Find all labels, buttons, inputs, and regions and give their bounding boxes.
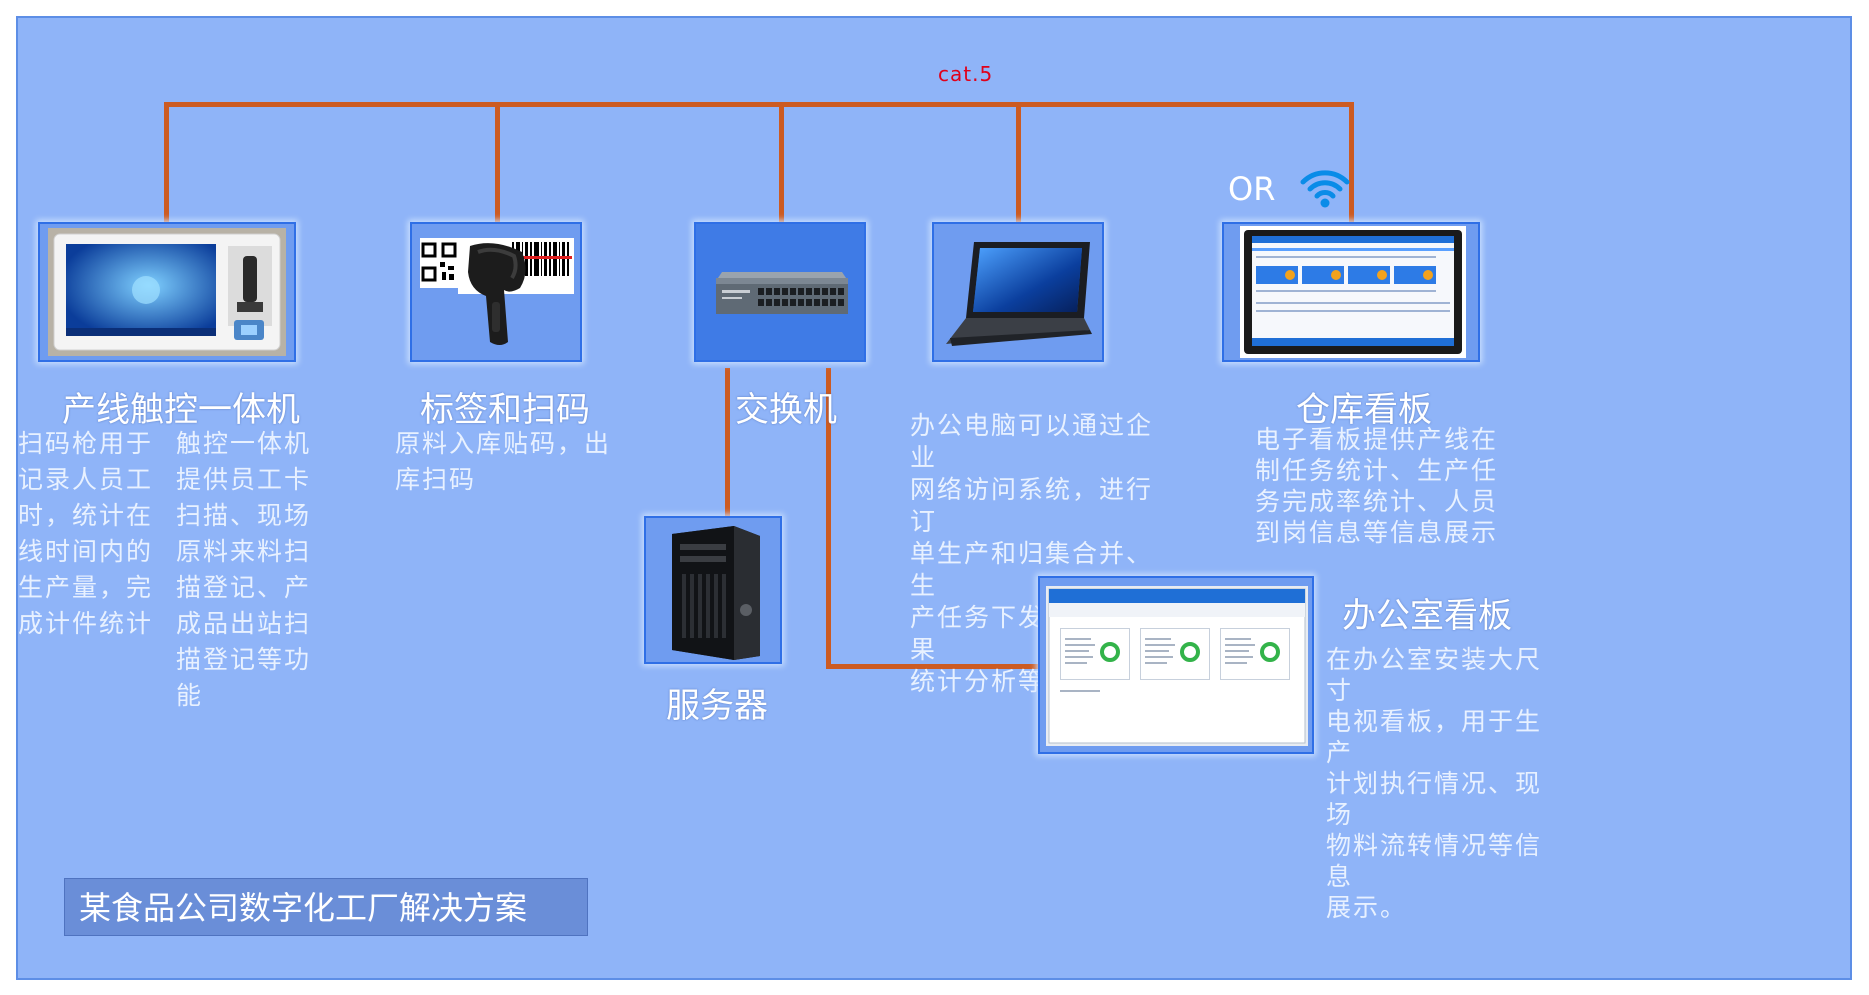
touch-terminal-desc-right: 触控一体机 提供员工卡 扫描、现场 原料来料扫 描登记、产 成品出站扫 描登记等… [176, 426, 326, 714]
desc-line: 提供员工卡 [176, 465, 312, 494]
desc-line: 制任务统计、生产任 [1255, 456, 1499, 485]
office-board-title: 办公室看板 [1342, 596, 1512, 636]
desc-line: 计划执行情况、现场 [1326, 769, 1543, 829]
touchscreen-terminal-icon [48, 228, 286, 356]
desc-line: 物料流转情况等信息 [1326, 831, 1543, 891]
server-box [644, 516, 782, 664]
desc-line: 办公电脑可以通过企业 [910, 411, 1154, 472]
label-scan-desc: 原料入库贴码，出 库扫码 [395, 426, 615, 498]
warehouse-board-box [1222, 222, 1480, 362]
desc-line: 扫码枪用于 [18, 429, 154, 458]
desc-line: 在办公室安装大尺寸 [1326, 645, 1543, 705]
desc-line: 原料来料扫 [176, 537, 312, 566]
cable-drop-touch-terminal [164, 102, 169, 226]
or-label: OR [1228, 170, 1276, 208]
touch-terminal-box [38, 222, 296, 362]
warehouse-board-desc: 电子看板提供产线在 制任务统计、生产任 务完成率统计、人员 到岗信息等信息展示 [1255, 424, 1505, 548]
cable-backbone [164, 102, 1354, 107]
desc-line: 记录人员工 [18, 465, 154, 494]
server-title: 服务器 [666, 686, 768, 726]
label-scan-box [410, 222, 582, 362]
label-scan-title: 标签和扫码 [420, 390, 590, 430]
switch-box [694, 222, 866, 362]
desc-line: 电子看板提供产线在 [1255, 425, 1499, 454]
wifi-icon [1300, 164, 1350, 210]
qr-code-icon [420, 238, 458, 288]
desc-line: 扫描、现场 [176, 501, 312, 530]
warehouse-board-title: 仓库看板 [1296, 390, 1432, 430]
tower-server-icon [664, 522, 764, 660]
desc-line: 展示。 [1326, 893, 1408, 922]
barcode-scanner-icon [464, 238, 534, 350]
desc-line: 成计件统计 [18, 609, 154, 638]
touch-terminal-desc-left: 扫码枪用于 记录人员工 时，统计在 线时间内的 生产量，完 成计件统计 [18, 426, 168, 642]
cable-drop-switch [779, 102, 784, 226]
cable-drop-office-pc [1016, 102, 1021, 226]
cable-type-label: cat.5 [938, 62, 994, 86]
dashboard-monitor-icon [1240, 226, 1466, 358]
office-board-desc: 在办公室安装大尺寸 电视看板，用于生产 计划执行情况、现场 物料流转情况等信息 … [1326, 644, 1556, 923]
desc-line: 到岗信息等信息展示 [1255, 518, 1499, 547]
cable-switch-office-board-horizontal [826, 664, 1044, 669]
desc-line: 务完成率统计、人员 [1255, 487, 1499, 516]
desc-line: 单生产和归集合并、生 [910, 539, 1154, 600]
office-board-box [1038, 576, 1314, 754]
cable-switch-server [725, 368, 730, 520]
diagram-canvas [16, 16, 1852, 980]
desc-line: 时，统计在 [18, 501, 154, 530]
desc-line: 描登记、产 [176, 573, 312, 602]
desc-line: 能 [176, 681, 204, 710]
desc-line: 触控一体机 [176, 429, 312, 458]
switch-title: 交换机 [735, 390, 837, 430]
network-switch-icon [714, 270, 850, 316]
desc-line: 原料入库贴码，出 [395, 429, 612, 458]
solution-title-banner: 某食品公司数字化工厂解决方案 [64, 878, 588, 936]
desc-line: 库扫码 [395, 465, 477, 494]
desc-line: 生产量，完 [18, 573, 154, 602]
office-dashboard-screen-icon [1046, 586, 1308, 746]
desc-line: 描登记等功 [176, 645, 312, 674]
cable-drop-warehouse-board [1349, 102, 1354, 226]
touch-terminal-title: 产线触控一体机 [62, 390, 300, 430]
desc-line: 电视看板，用于生产 [1326, 707, 1543, 767]
desc-line: 线时间内的 [18, 537, 154, 566]
desc-line: 网络访问系统，进行订 [910, 475, 1154, 536]
office-pc-box [932, 222, 1104, 362]
cable-drop-scanner [495, 102, 500, 226]
desc-line: 成品出站扫 [176, 609, 312, 638]
laptop-icon [944, 238, 1094, 348]
cable-switch-office-board-vertical [826, 368, 831, 668]
